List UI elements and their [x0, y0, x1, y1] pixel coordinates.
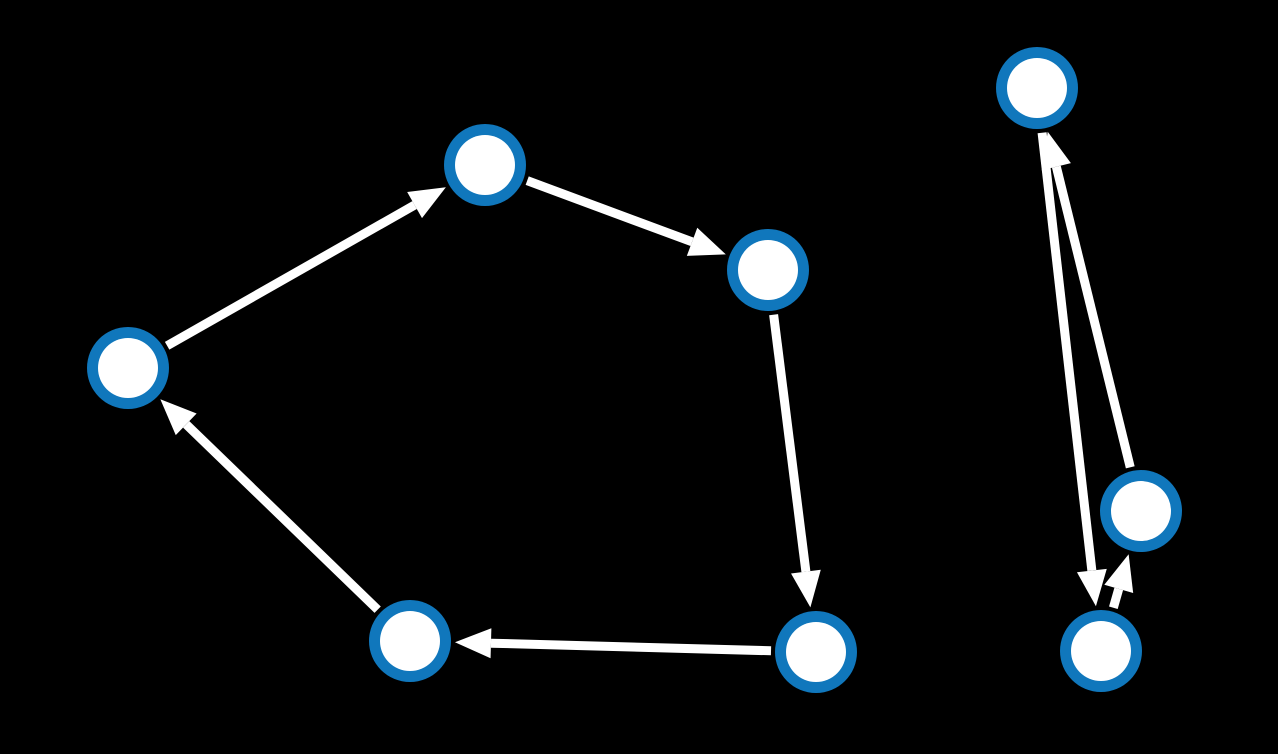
- edge-line: [490, 638, 772, 656]
- graph-edge[interactable]: [525, 176, 726, 256]
- node-core: [1111, 481, 1171, 541]
- edge-line: [1109, 587, 1124, 609]
- graph-node[interactable]: [775, 611, 857, 693]
- edge-arrowhead-icon: [1104, 554, 1134, 593]
- edge-line: [1037, 132, 1097, 572]
- graph-edge[interactable]: [164, 187, 446, 350]
- edge-arrowhead-icon: [791, 569, 821, 608]
- graph-node[interactable]: [727, 229, 809, 311]
- edge-line: [1051, 165, 1135, 469]
- node-core: [1007, 58, 1067, 118]
- graph-edge[interactable]: [769, 314, 821, 608]
- edge-arrowhead-icon: [1041, 131, 1071, 171]
- graph-node[interactable]: [1100, 470, 1182, 552]
- edge-arrowhead-icon: [686, 227, 726, 256]
- edge-line: [164, 201, 417, 350]
- edge-arrowhead-icon: [1076, 568, 1107, 607]
- node-core: [738, 240, 798, 300]
- graph-edge[interactable]: [1104, 554, 1134, 609]
- node-core: [455, 135, 515, 195]
- graph-edge[interactable]: [1041, 131, 1135, 469]
- node-core: [786, 622, 846, 682]
- edge-arrowhead-icon: [407, 187, 446, 219]
- edge-arrowhead-icon: [160, 399, 197, 436]
- node-core: [380, 611, 440, 671]
- graph-edge[interactable]: [160, 399, 381, 613]
- node-core: [1071, 621, 1131, 681]
- edge-line: [525, 176, 694, 247]
- graph-node[interactable]: [87, 327, 169, 409]
- graph-node[interactable]: [444, 124, 526, 206]
- graph-node[interactable]: [996, 47, 1078, 129]
- graph-node[interactable]: [369, 600, 451, 682]
- graph-node[interactable]: [1060, 610, 1142, 692]
- edge-layer: [160, 131, 1135, 659]
- edge-arrowhead-icon: [454, 628, 492, 659]
- node-layer: [87, 47, 1182, 693]
- node-core: [98, 338, 158, 398]
- graph-edge[interactable]: [1037, 132, 1107, 607]
- edge-line: [183, 421, 381, 613]
- graph-edge[interactable]: [454, 628, 772, 659]
- edge-line: [769, 314, 811, 573]
